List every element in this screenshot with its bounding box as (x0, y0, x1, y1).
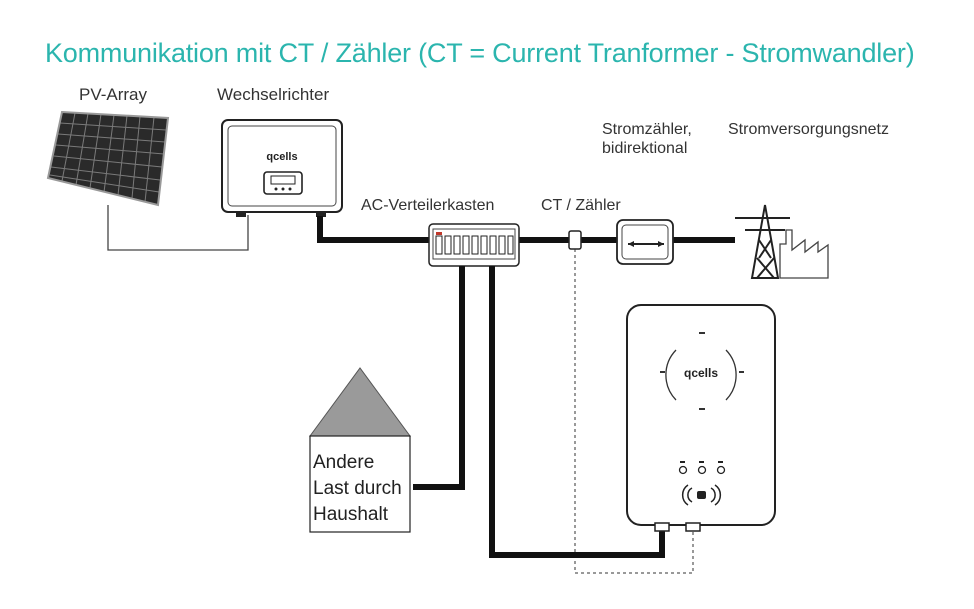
meter-label-line1: Stromzähler, (602, 121, 692, 138)
house-load-cable (413, 266, 465, 490)
ct-clamp-icon (568, 230, 582, 250)
ac-distribution-box-icon (428, 223, 520, 267)
house-icon (309, 367, 411, 533)
wallbox-icon (626, 304, 776, 532)
page-title: Kommunikation mit CT / Zähler (CT = Curr… (45, 38, 915, 68)
ct-meter-label: CT / Zähler (541, 197, 621, 214)
inverter-icon (221, 119, 343, 217)
ac-cable-inverter (317, 216, 432, 243)
wallbox-logo: qcells (684, 366, 718, 380)
house-label-line1: Andere (313, 452, 375, 473)
dc-cable (107, 205, 249, 251)
meter-icon (616, 219, 674, 265)
ct-signal-cable (574, 249, 694, 574)
house-label-line2: Last durch (313, 478, 402, 499)
grid-label: Stromversorgungsnetz (728, 121, 889, 138)
wallbox-power-cable (489, 266, 665, 558)
inverter-logo: qcells (266, 151, 297, 163)
pv-array-label: PV-Array (79, 85, 148, 104)
inverter-label: Wechselrichter (217, 85, 330, 104)
ac-box-label: AC-Verteilerkasten (361, 197, 495, 214)
meter-label-line2: bidirektional (602, 140, 688, 157)
power-grid-icon (735, 204, 829, 279)
solar-panel-icon (46, 110, 170, 207)
house-label-line3: Haushalt (313, 504, 388, 525)
